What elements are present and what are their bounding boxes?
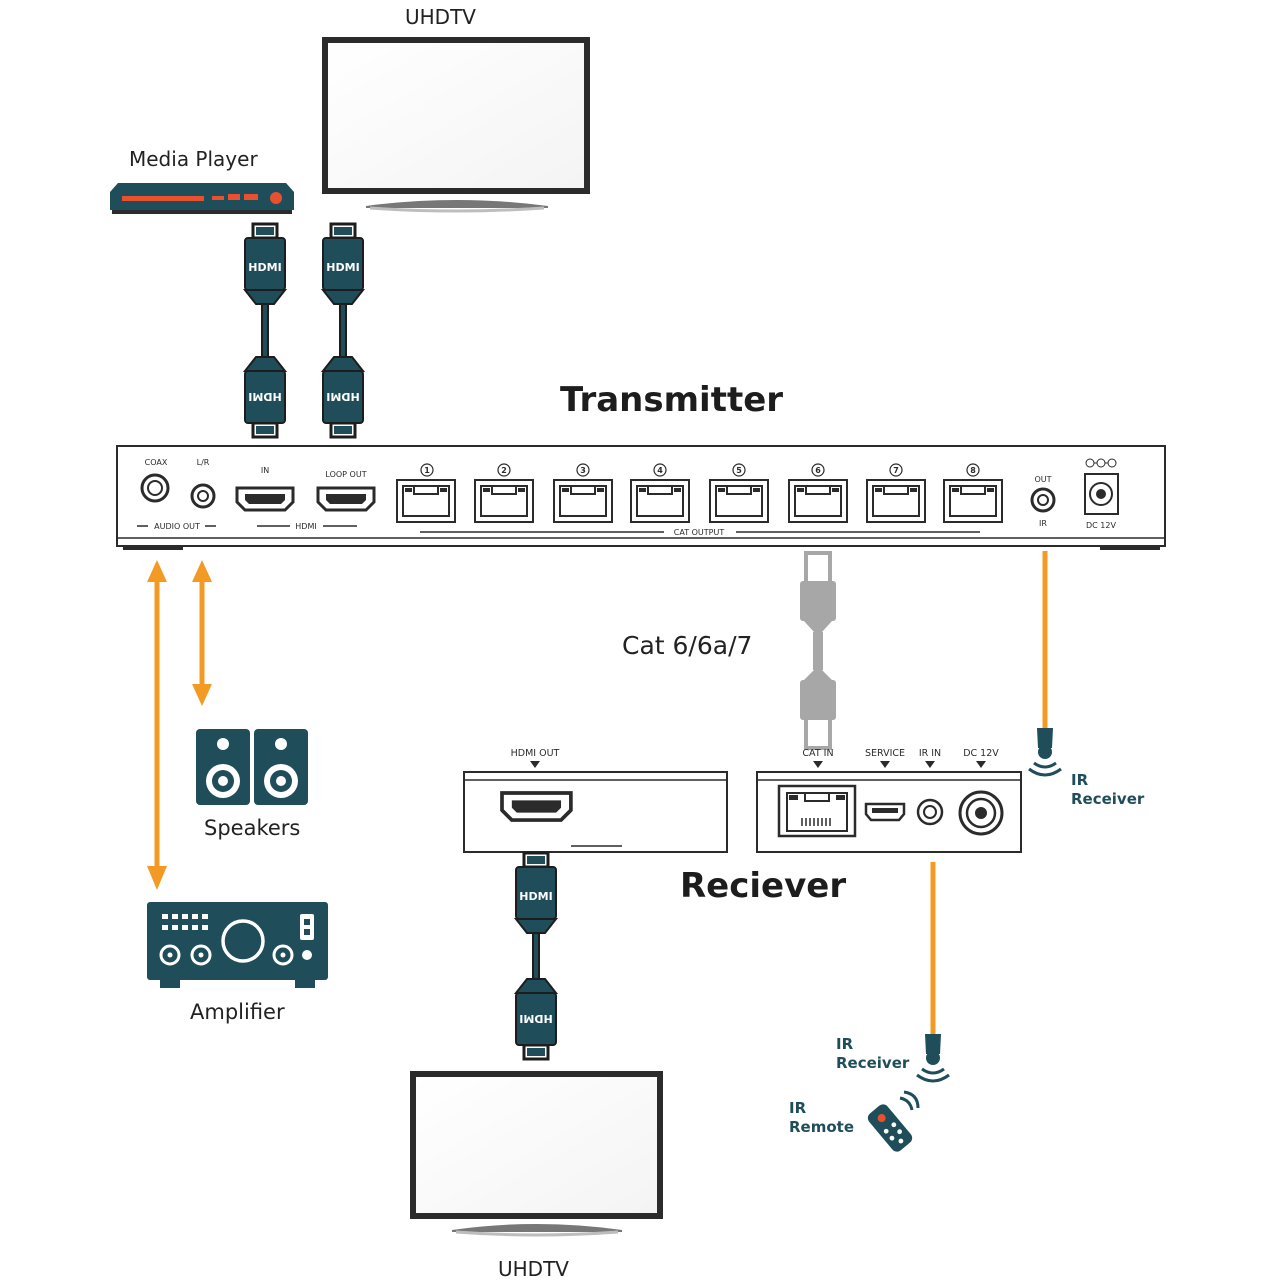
hdmi-out-label: HDMI OUT xyxy=(511,748,560,759)
hdmi-cable-icon xyxy=(243,222,287,439)
dc-label: DC 12V xyxy=(963,748,999,759)
port-number: 1 xyxy=(424,466,430,475)
receiver-panel-labels: HDMI OUT CAT IN SERVICE IR IN DC 12V xyxy=(511,748,1000,759)
port-number: 5 xyxy=(736,466,742,475)
dc-label: DC 12V xyxy=(1086,521,1116,530)
media-player-label: Media Player xyxy=(129,147,258,171)
ir-remote-label: IR Remote xyxy=(789,1099,854,1137)
hdmi-in-label: IN xyxy=(261,466,269,475)
lr-label: L/R xyxy=(197,458,210,467)
hdmi-panel-label: HDMI xyxy=(295,522,316,531)
ir-remote-line2: Remote xyxy=(789,1118,855,1136)
tv-top-label: UHDTV xyxy=(405,5,476,29)
port-number: 8 xyxy=(970,466,976,475)
hdmi-loop-out-label: LOOP OUT xyxy=(325,470,366,479)
ir-out-label: OUT xyxy=(1034,475,1051,484)
hdmi-plug-label: HDMI xyxy=(519,890,552,903)
audio-out-label: AUDIO OUT xyxy=(154,522,200,531)
tv-icon xyxy=(322,37,590,213)
transmitter-title: Transmitter xyxy=(560,380,784,420)
tv-icon xyxy=(410,1071,663,1237)
hdmi-plug-labels: HDMI HDMI HDMI HDMI HDMI HDMI xyxy=(248,261,552,1025)
cat-in-label: CAT IN xyxy=(802,748,833,759)
ir-in-label: IR IN xyxy=(919,748,941,759)
ir-receiver-rx-line2: Receiver xyxy=(836,1054,910,1072)
speaker-icon xyxy=(254,729,308,805)
ir-receiver-icon xyxy=(916,1034,950,1083)
hdmi-plug-label: HDMI xyxy=(248,261,281,274)
hdmi-plug-label: HDMI xyxy=(519,1012,552,1025)
ir-receiver-rx-label: IR Receiver xyxy=(836,1035,909,1073)
ir-receiver-tx-line2: Receiver xyxy=(1071,790,1145,808)
hdmi-plug-label: HDMI xyxy=(326,261,359,274)
media-player-icon xyxy=(110,183,294,214)
port-number: 2 xyxy=(501,466,507,475)
transmitter-device xyxy=(116,445,1166,550)
cat-output-label: CAT OUTPUT xyxy=(674,528,725,537)
tv-bottom-label: UHDTV xyxy=(498,1257,569,1281)
port-number: 4 xyxy=(657,466,663,475)
speakers-label: Speakers xyxy=(204,816,301,840)
amplifier-icon xyxy=(147,902,328,988)
port-number: 7 xyxy=(893,466,899,475)
receiver-device xyxy=(756,761,1022,853)
transmitter-panel-labels: COAX L/R AUDIO OUT IN LOOP OUT HDMI CAT … xyxy=(145,458,1117,537)
hdmi-cable-icon xyxy=(514,851,558,1061)
service-label: SERVICE xyxy=(865,748,905,759)
speaker-icon xyxy=(196,729,250,805)
coax-label: COAX xyxy=(145,458,168,467)
ir-receiver-rx-line1: IR xyxy=(836,1035,854,1053)
amplifier-label: Amplifier xyxy=(190,1000,285,1024)
port-number: 6 xyxy=(815,466,821,475)
port-number: 3 xyxy=(580,466,586,475)
port-numbers: 1 2 3 4 5 6 7 8 xyxy=(424,466,976,475)
receiver-hdmi-unit xyxy=(463,761,728,853)
hdmi-plug-label: HDMI xyxy=(326,390,359,403)
audio-arrows xyxy=(147,560,212,890)
ir-receiver-tx-line1: IR xyxy=(1071,771,1089,789)
hdmi-plug-label: HDMI xyxy=(248,390,281,403)
ir-remote-line1: IR xyxy=(789,1099,807,1117)
cat-cable-icon xyxy=(800,551,836,750)
ir-receiver-tx-label: IR Receiver xyxy=(1071,771,1144,809)
receiver-title: Reciever xyxy=(680,866,847,906)
ir-label: IR xyxy=(1039,519,1047,528)
cat-cable-label: Cat 6/6a/7 xyxy=(622,631,753,660)
ir-receiver-icon xyxy=(1028,728,1062,777)
ir-remote-icon xyxy=(867,1090,920,1152)
hdmi-cable-icon xyxy=(321,222,365,439)
